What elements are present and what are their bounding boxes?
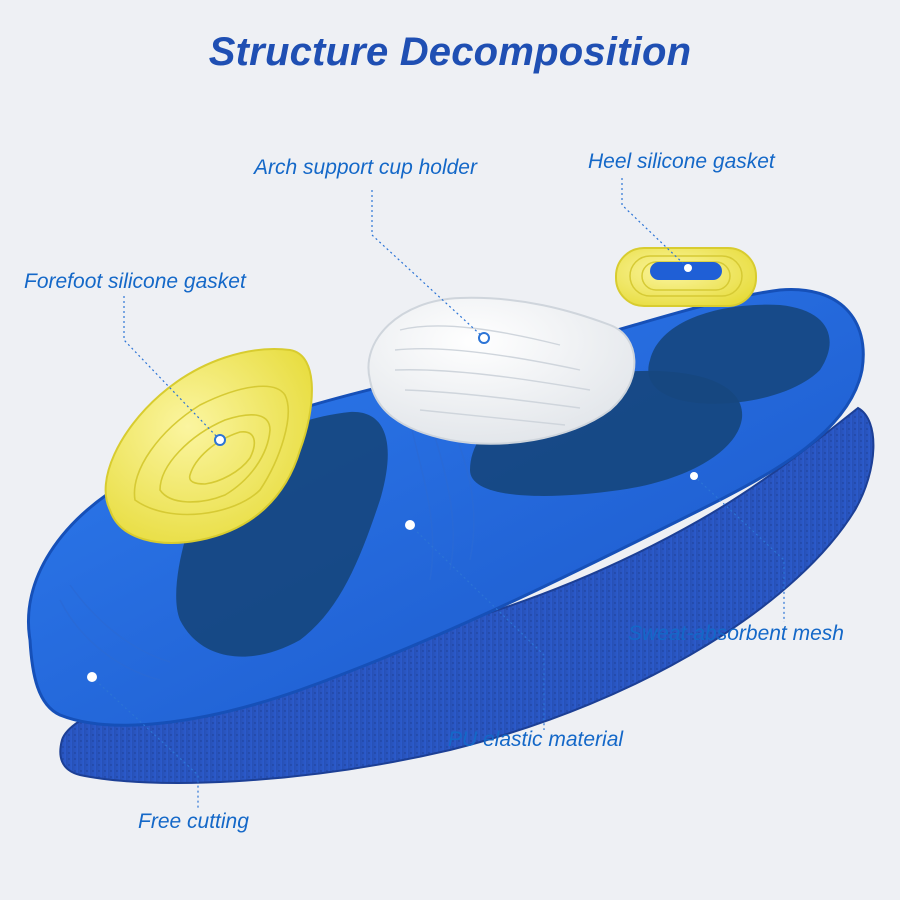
pu-marker-dot xyxy=(405,520,415,530)
forefoot-silicone-gasket xyxy=(104,348,313,544)
forefoot-marker-dot xyxy=(214,434,226,446)
arch-support-label: Arch support cup holder xyxy=(254,156,477,179)
free-cutting-label: Free cutting xyxy=(138,810,249,833)
pu-material-label: PU elastic material xyxy=(448,728,624,751)
insole-contour-lines xyxy=(59,419,475,681)
mesh-marker-dot xyxy=(690,472,698,480)
sweat-mesh-label: Sweat-absorbent mesh xyxy=(628,622,844,645)
arch-support-cup xyxy=(367,296,636,445)
page-title: Structure Decomposition xyxy=(208,30,692,74)
forefoot-gasket-label: Forefoot silicone gasket xyxy=(24,270,246,293)
heel-gasket-label: Heel silicone gasket xyxy=(588,150,775,173)
heel-marker-dot xyxy=(684,264,692,272)
leader-lines xyxy=(91,178,785,808)
marker-dots xyxy=(87,264,698,682)
heel-silicone-gasket xyxy=(615,247,757,307)
arch-marker-dot xyxy=(478,332,490,344)
rear-pad-area xyxy=(648,304,830,404)
free-cutting-marker-dot xyxy=(87,672,97,682)
